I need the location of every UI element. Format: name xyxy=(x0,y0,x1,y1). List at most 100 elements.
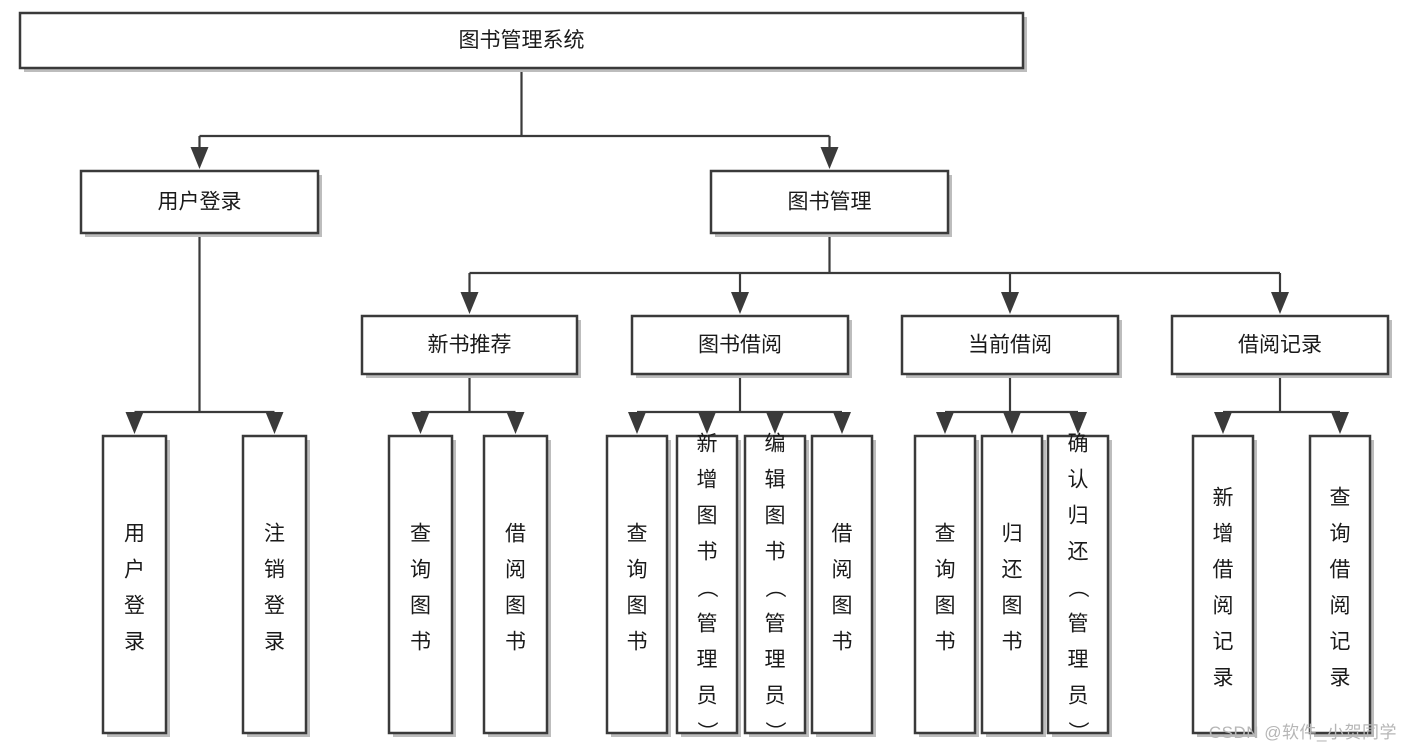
leaf-label-char: 借 xyxy=(1213,559,1234,582)
arrow-head-icon xyxy=(820,147,839,169)
leaf-label-char: 理 xyxy=(1068,649,1089,672)
node-leaf-user-login-label: 用户登录 xyxy=(124,523,145,654)
leaf-label-char: 增 xyxy=(1213,523,1234,546)
leaf-label-char: 图 xyxy=(832,595,853,618)
leaf-label-char: 借 xyxy=(1330,559,1351,582)
arrow-head-icon xyxy=(1331,412,1349,434)
leaf-label-char: 图 xyxy=(1002,595,1023,618)
node-leaf-return-book[interactable] xyxy=(980,434,1046,737)
leaf-label-char: 注 xyxy=(264,523,285,546)
node-user-login[interactable] xyxy=(79,169,322,237)
leaf-label-char: 用 xyxy=(124,523,145,546)
leaf-label-char: 阅 xyxy=(1330,595,1351,618)
leaf-label-char: 录 xyxy=(264,631,285,654)
leaf-label-char: 图 xyxy=(765,505,786,528)
box-outline xyxy=(605,434,669,735)
leaf-label-char: 登 xyxy=(124,595,145,618)
leaf-label-char: 管 xyxy=(1068,613,1089,636)
box-outline xyxy=(675,434,739,735)
leaf-label-char: 查 xyxy=(935,523,956,546)
leaf-label-char: 录 xyxy=(124,631,145,654)
node-borrow-record[interactable] xyxy=(1170,314,1392,378)
node-new-book-rec-label: 新书推荐 xyxy=(428,334,512,357)
arrow-head-icon xyxy=(1069,412,1087,434)
leaf-label-char: 图 xyxy=(697,505,718,528)
leaf-label-char: 图 xyxy=(935,595,956,618)
node-root[interactable] xyxy=(18,11,1027,72)
box-outline xyxy=(900,314,1120,376)
arrow-head-icon xyxy=(1003,412,1021,434)
leaf-label-char: 管 xyxy=(765,613,786,636)
arrow-head-icon xyxy=(766,412,784,434)
node-book-borrow-label: 图书借阅 xyxy=(698,334,782,357)
node-leaf-logout[interactable] xyxy=(241,434,310,737)
leaf-label-char: 增 xyxy=(697,469,718,492)
leaf-label-char: 理 xyxy=(765,649,786,672)
node-book-borrow[interactable] xyxy=(630,314,852,378)
node-leaf-confirm-return[interactable] xyxy=(1046,434,1112,737)
box-outline xyxy=(387,434,454,735)
leaf-label-char: 认 xyxy=(1068,469,1089,492)
arrow-head-icon xyxy=(506,412,525,434)
arrow-head-icon xyxy=(936,412,954,434)
leaf-label-char: 阅 xyxy=(505,559,526,582)
node-book-manage-label: 图书管理 xyxy=(788,191,872,214)
node-leaf-query-book-1[interactable] xyxy=(387,434,456,737)
leaf-label-char: 询 xyxy=(935,559,956,582)
csdn-watermark: CSDN @软件_小贺同学 xyxy=(1208,723,1397,742)
arrow-head-icon xyxy=(698,412,716,434)
leaf-label-char: 书 xyxy=(1002,631,1023,654)
leaf-label-char: 户 xyxy=(124,559,145,582)
leaf-label-char: 理 xyxy=(697,649,718,672)
leaf-label-char: 员 xyxy=(765,685,786,708)
box-outline xyxy=(101,434,168,735)
leaf-label-char: 借 xyxy=(832,523,853,546)
leaf-label-char: （ xyxy=(1066,577,1089,598)
node-book-manage[interactable] xyxy=(709,169,952,237)
node-new-book-rec[interactable] xyxy=(360,314,581,378)
box-outline xyxy=(482,434,549,735)
node-leaf-user-login[interactable] xyxy=(101,434,170,737)
leaf-label-char: （ xyxy=(695,577,718,598)
node-leaf-borrow-book-2[interactable] xyxy=(810,434,876,737)
node-leaf-add-record[interactable] xyxy=(1191,434,1257,737)
leaf-label-char: （ xyxy=(763,577,786,598)
leaf-label-char: 记 xyxy=(1330,631,1351,654)
leaf-label-char: 书 xyxy=(697,541,718,564)
leaf-label-char: 归 xyxy=(1068,505,1089,528)
leaf-label-char: 登 xyxy=(264,595,285,618)
leaf-label-char: 询 xyxy=(1330,523,1351,546)
arrow-head-icon xyxy=(1001,292,1019,314)
leaf-label-char: 图 xyxy=(627,595,648,618)
node-root-label: 图书管理系统 xyxy=(459,29,585,52)
arrow-head-icon xyxy=(1271,292,1289,314)
box-outline xyxy=(810,434,874,735)
node-leaf-query-book-2[interactable] xyxy=(605,434,671,737)
node-leaf-add-book[interactable] xyxy=(675,434,741,737)
leaf-label-char: 记 xyxy=(1213,631,1234,654)
box-outline xyxy=(630,314,850,376)
node-current-borrow[interactable] xyxy=(900,314,1122,378)
node-leaf-borrow-book-1[interactable] xyxy=(482,434,551,737)
node-leaf-query-record[interactable] xyxy=(1308,434,1374,737)
node-leaf-query-book-3[interactable] xyxy=(913,434,979,737)
node-leaf-edit-book[interactable] xyxy=(743,434,809,737)
box-outline xyxy=(241,434,308,735)
leaf-label-char: 编 xyxy=(765,433,786,456)
leaf-label-char: 新 xyxy=(697,433,718,456)
leaf-label-char: 辑 xyxy=(765,469,786,492)
leaf-label-char: ） xyxy=(763,721,786,742)
node-borrow-record-label: 借阅记录 xyxy=(1238,334,1322,357)
box-outline xyxy=(913,434,977,735)
leaf-label-char: 员 xyxy=(1068,685,1089,708)
box-outline xyxy=(980,434,1044,735)
arrow-head-icon xyxy=(628,412,646,434)
